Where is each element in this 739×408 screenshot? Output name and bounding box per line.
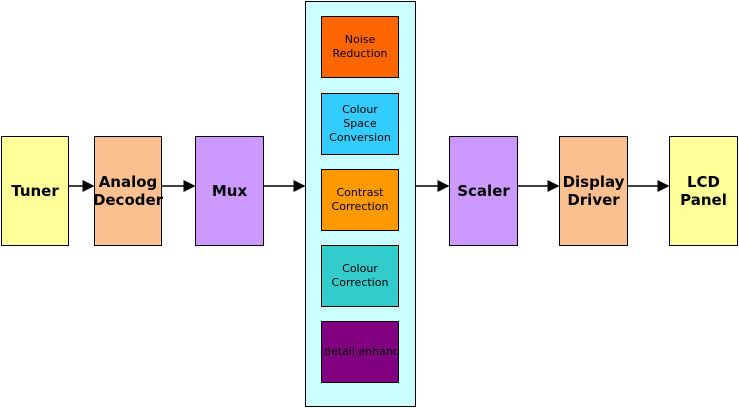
mux-block: Mux — [195, 136, 264, 246]
noise-reduction-block: Noise Reduction — [321, 16, 399, 78]
display-driver-block: Display Driver — [559, 136, 628, 246]
colour-space-conversion-label: Colour Space Conversion — [329, 103, 391, 144]
colour-correction-block: Colour Correction — [321, 245, 399, 307]
colour-correction-label: Colour Correction — [331, 262, 389, 289]
analog-decoder-block: Analog Decoder — [92, 136, 164, 246]
display-driver-label: Display Driver — [562, 173, 625, 209]
lcd-panel-block: LCD Panel — [669, 136, 738, 246]
scaler-block: Scaler — [449, 136, 518, 246]
contrast-correction-label: Contrast Correction — [331, 186, 389, 213]
contrast-correction-block: Contrast Correction — [321, 169, 399, 231]
colour-space-conversion-block: Colour Space Conversion — [321, 93, 399, 155]
tuner-block: Tuner — [1, 136, 69, 246]
scaler-label: Scaler — [457, 182, 510, 200]
analog-decoder-label: Analog Decoder — [92, 173, 164, 209]
edge-enhancement-label: Edge / detail enhancement — [322, 345, 399, 358]
lcd-panel-label: LCD Panel — [680, 173, 727, 209]
mux-label: Mux — [211, 182, 248, 200]
tuner-label: Tuner — [11, 182, 59, 200]
noise-reduction-label: Noise Reduction — [332, 33, 388, 60]
edge-enhancement-block: Edge / detail enhancement — [321, 321, 399, 383]
